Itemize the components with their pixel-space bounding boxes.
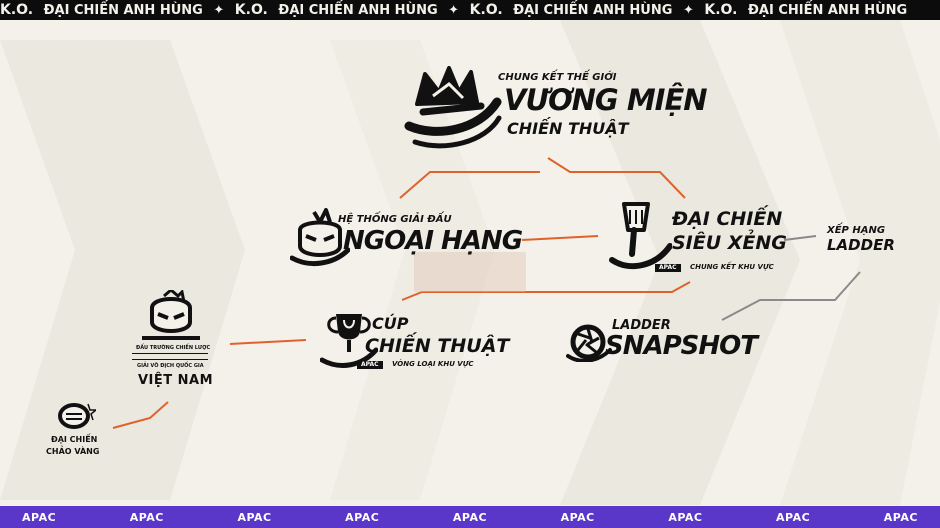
bottom-apac-9: APAC [883,510,918,524]
worlds-title: VƯƠNG MIỆN [504,83,708,117]
ticker-text-3: ĐẠI CHIẾN ANH HÙNG [513,3,673,18]
bottom-apac-7: APAC [668,510,703,524]
star-icon: ✦ [213,3,225,18]
ticker-text-2: ĐẠI CHIẾN ANH HÙNG [278,3,438,18]
showdown-caption: CHUNG KẾT KHU VỰC [690,263,774,271]
connector-snapshot-to-ladder [721,271,861,321]
showdown-apac-tag: APAC [655,264,681,272]
snapshot-line2: SNAPSHOT [605,331,758,361]
ticker-text-4: ĐẠI CHIẾN ANH HÙNG [748,3,908,18]
spatula-logo-icon [609,202,672,270]
showdown-line2: SIÊU XẺNG [672,232,787,254]
connector-premier-to-worlds [399,171,540,199]
bottom-apac-8: APAC [776,510,811,524]
ladder-line2: LADDER [827,236,895,254]
camera-shutter-logo-icon [566,324,612,362]
ticker-ko-3: K.O. [469,2,503,18]
connector-premier-to-showdown [521,235,599,241]
ticker-ko-2: K.O. [234,2,268,18]
bottom-apac-banner: APAC APAC APAC APAC APAC APAC APAC APAC … [0,506,940,528]
golden-line2: CHẢO VÀNG [46,447,100,456]
crown-logo-icon [404,66,502,149]
connector-golden-to-vietnam [112,401,169,429]
star-icon: ✦ [448,3,460,18]
bottom-apac-1: APAC [22,510,57,524]
bottom-apac-4: APAC [345,510,380,524]
trophy-cup-logo-icon [320,314,378,368]
cup-caption: VÒNG LOẠI KHU VỰC [392,360,474,368]
showdown-line1: ĐẠI CHIẾN [672,208,783,230]
golden-pan-logo-icon [58,403,96,429]
top-ticker-banner: K.O. ĐẠI CHIẾN ANH HÙNG ✦ K.O. ĐẠI CHIẾN… [0,0,940,20]
bottom-apac-5: APAC [452,510,488,524]
premier-title: NGOẠI HẠNG [343,226,523,256]
premier-logo-icon [290,208,350,266]
ticker-ko-4: K.O. [704,2,738,18]
vietnam-title: VIỆT NAM [138,373,214,388]
ticker-ko-1: K.O. [0,2,34,18]
vietnam-rule [132,353,208,360]
vietnam-small2: GIẢI VÔ ĐỊCH QUỐC GIA [137,363,204,369]
cup-line2: CHIẾN THUẬT [365,335,510,357]
premier-kicker: HỆ THỐNG GIẢI ĐẤU [338,214,452,225]
worlds-kicker: CHUNG KẾT THẾ GIỚI [498,72,617,83]
ticker-text-1: ĐẠI CHIẾN ANH HÙNG [43,3,203,18]
vietnam-small1: ĐẤU TRƯỜNG CHIẾN LƯỢC [136,345,211,351]
connector-cup-to-showdown [401,281,691,301]
bottom-apac-2: APAC [129,510,164,524]
worlds-subtitle: CHIẾN THUẬT [507,119,629,138]
cup-line1: CÚP [372,314,409,333]
ladder-line1: XẾP HẠNG [827,225,886,236]
connector-showdown-to-worlds [547,157,686,199]
connector-ladder-to-showdown [783,235,817,241]
connector-vietnam-to-cup [229,339,307,345]
bottom-apac-3: APAC [237,510,272,524]
cup-apac-tag: APAC [357,361,383,369]
snapshot-line1: LADDER [612,318,671,333]
bottom-apac-6: APAC [560,510,595,524]
star-icon: ✦ [682,3,694,18]
golden-line1: ĐẠI CHIẾN [51,435,98,444]
watermark [414,252,526,292]
vietnam-arena-logo-icon [142,290,200,340]
